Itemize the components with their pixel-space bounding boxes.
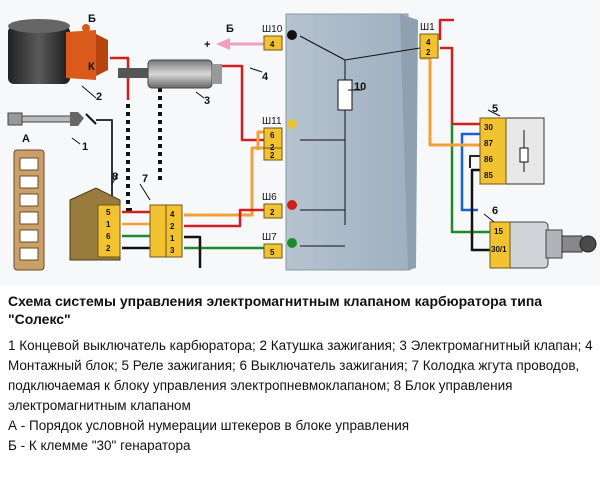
pin-c8-2: 2	[106, 244, 111, 253]
label-1: 1	[82, 141, 88, 153]
pin-sh6-2: 2	[270, 208, 275, 217]
pin-sh1-4: 4	[426, 38, 431, 47]
wires	[96, 18, 490, 268]
limit-switch	[7, 112, 97, 126]
pin-c7-3: 3	[170, 246, 175, 255]
connector-sh11: Ш11	[262, 116, 282, 127]
pin-relay-86: 86	[484, 155, 493, 164]
legend-components: 1 Концевой выключатель карбюратора; 2 Ка…	[8, 338, 593, 413]
label-10: 10	[354, 81, 366, 93]
label-a: А	[22, 133, 30, 145]
ignition-switch	[489, 221, 597, 269]
label-8: 8	[112, 171, 118, 183]
pin-c8-1: 1	[106, 220, 111, 229]
label-4: 4	[262, 71, 269, 83]
pin-order-block	[13, 149, 45, 271]
pin-c8-6: 6	[106, 232, 111, 241]
leader-lines	[71, 67, 501, 223]
ignition-relay	[479, 117, 545, 185]
pin-sh11-6: 6	[270, 131, 275, 140]
label-plus: +	[204, 39, 210, 51]
block-connectors	[263, 33, 439, 259]
pin-c7-2: 2	[170, 222, 175, 231]
pin-switch-15: 15	[494, 227, 503, 236]
solenoid-valve	[118, 59, 222, 89]
label-3: 3	[204, 95, 210, 107]
control-unit	[69, 187, 121, 261]
connector-sh1: Ш1	[420, 22, 435, 33]
coil-terminal-b: Б	[88, 13, 96, 25]
label-7: 7	[142, 173, 148, 185]
coil-terminal-k: К	[88, 61, 95, 73]
pin-sh10-4: 4	[270, 40, 275, 49]
label-6: 6	[492, 205, 498, 217]
pin-sh1-2: 2	[426, 48, 431, 57]
legend-note-a: А - Порядок условной нумерации штекеров …	[8, 418, 410, 433]
pin-c7-1: 1	[170, 234, 175, 243]
pin-sh11-2a: 2	[270, 143, 275, 152]
legend: 1 Концевой выключатель карбюратора; 2 Ка…	[8, 336, 596, 456]
diagram-caption: Схема системы управления электромагнитны…	[8, 293, 543, 327]
pin-relay-87: 87	[484, 139, 493, 148]
pin-sh7-5: 5	[270, 248, 275, 257]
legend-note-b: Б - К клемме "30" генаратора	[8, 438, 191, 453]
pin-relay-30: 30	[484, 123, 493, 132]
connector-sh7: Ш7	[262, 232, 277, 243]
pin-switch-30-1: 30/1	[491, 245, 507, 254]
label-2: 2	[96, 91, 102, 103]
pin-sh11-2b: 2	[270, 151, 275, 160]
label-5: 5	[492, 103, 498, 115]
label-b: Б	[226, 23, 234, 35]
harness-plug	[149, 204, 183, 258]
connector-sh10: Ш10	[262, 24, 283, 35]
pin-c8-5: 5	[106, 208, 111, 217]
pin-c7-4: 4	[170, 210, 175, 219]
connector-sh6: Ш6	[262, 192, 277, 203]
mounting-block	[285, 13, 421, 271]
pin-relay-85: 85	[484, 171, 493, 180]
ignition-coil	[8, 19, 108, 84]
wiring-diagram: Б К 2 3 4 1 А 8 7 10 5 6 Б + Ш10 Ш11 Ш6 …	[7, 13, 597, 271]
